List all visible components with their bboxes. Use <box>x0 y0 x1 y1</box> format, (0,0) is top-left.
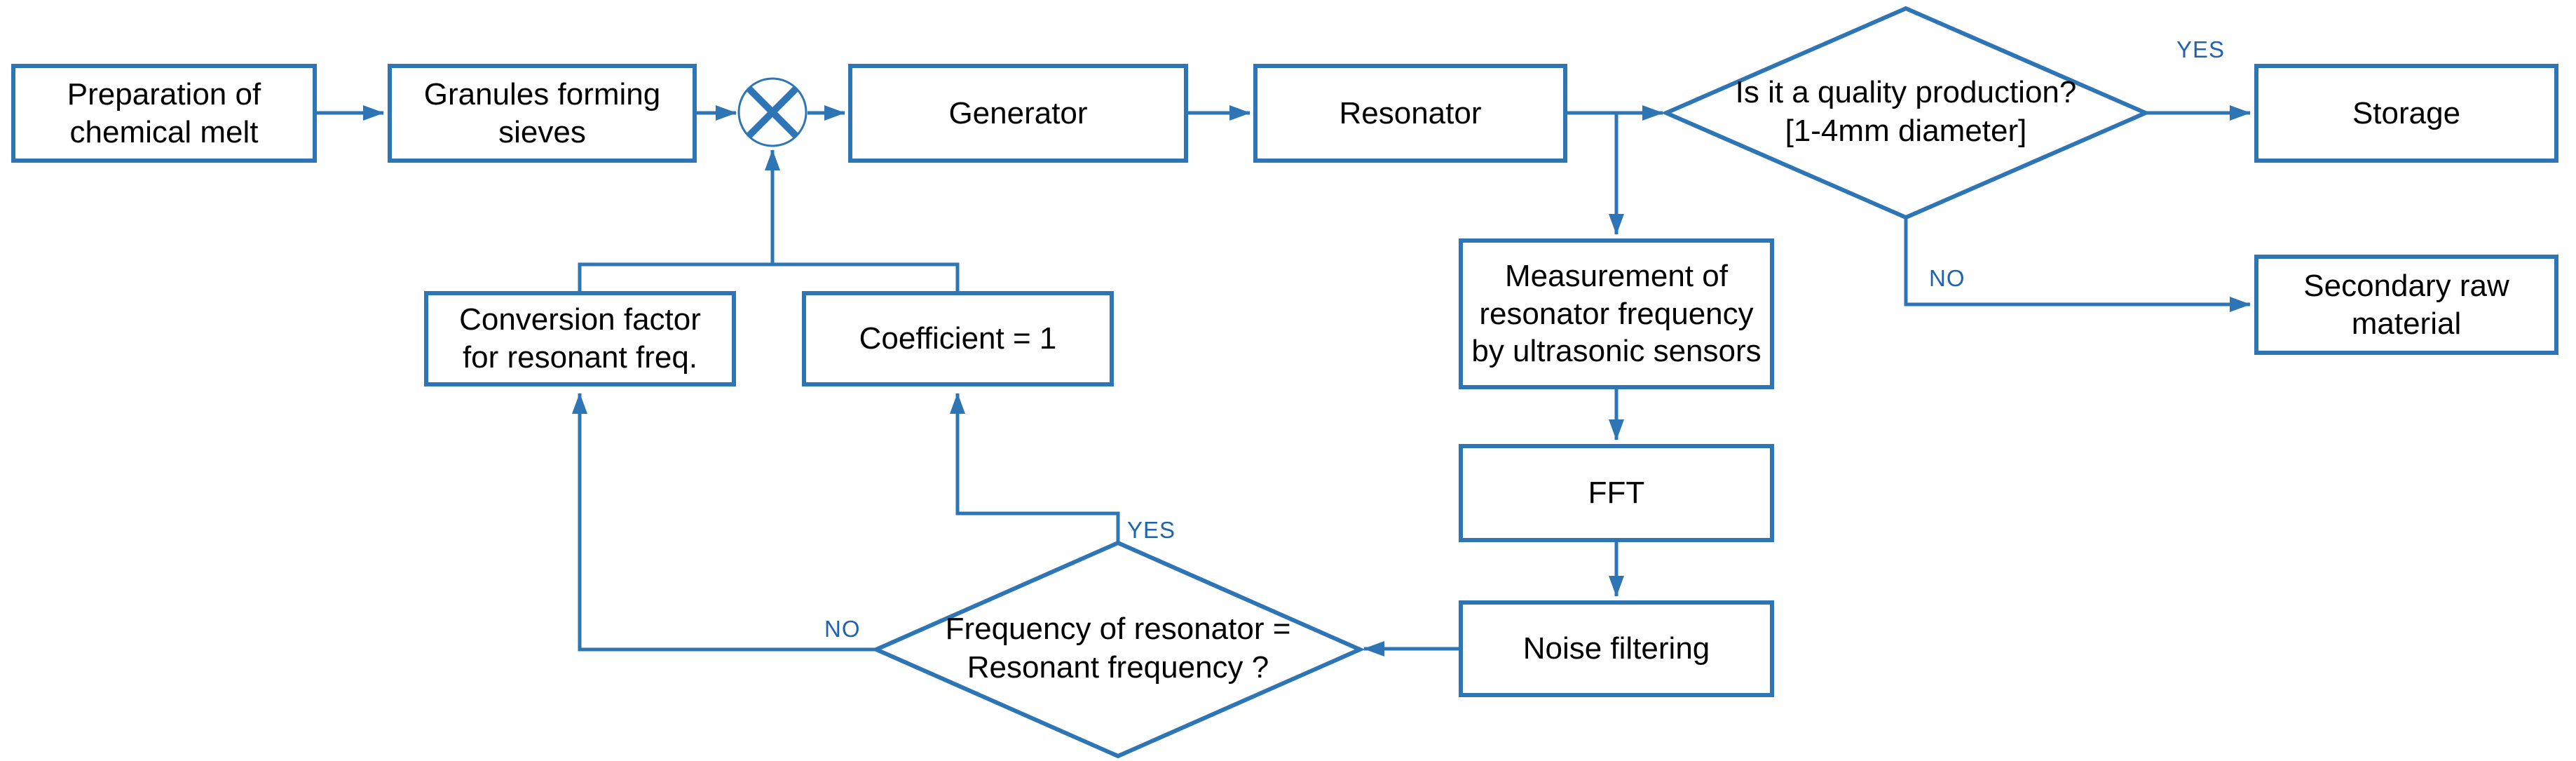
node-coefficient: Coefficient = 1 <box>802 291 1114 386</box>
edge-freq-yes-to-coefficient <box>949 393 1120 543</box>
node-generator: Generator <box>848 64 1188 163</box>
node-measurement: Measurement of resonator frequency by ul… <box>1459 238 1774 389</box>
edge-label-yes-freq: YES <box>1127 517 1176 543</box>
node-fft: FFT <box>1459 444 1774 542</box>
node-storage: Storage <box>2254 64 2558 163</box>
node-secondary-raw-material: Secondary raw material <box>2254 255 2558 355</box>
freq-decision-diamond <box>871 540 1365 759</box>
edge-feedback-box-tops <box>578 262 960 291</box>
node-noise-filtering: Noise filtering <box>1459 600 1774 697</box>
edge-label-no-freq: NO <box>824 616 861 642</box>
edge-quality-no-to-secondary <box>1904 217 2251 312</box>
edge-label-no-quality: NO <box>1929 265 1965 291</box>
quality-decision-diamond <box>1661 6 2151 220</box>
node-resonator: Resonator <box>1253 64 1567 163</box>
node-conversion-factor: Conversion factor for resonant freq. <box>424 291 736 386</box>
node-granules: Granules forming sieves <box>388 64 697 163</box>
edge-label-yes-quality: YES <box>2176 36 2226 62</box>
multiply-circle-icon <box>737 77 807 147</box>
node-preparation: Preparation of chemical melt <box>11 64 317 163</box>
freq-decision-label: Frequency of resonator = Resonant freque… <box>945 612 1291 685</box>
quality-decision-label: Is it a quality production? [1-4mm diame… <box>1735 75 2077 148</box>
edge-freq-no-to-conversion <box>571 393 876 652</box>
